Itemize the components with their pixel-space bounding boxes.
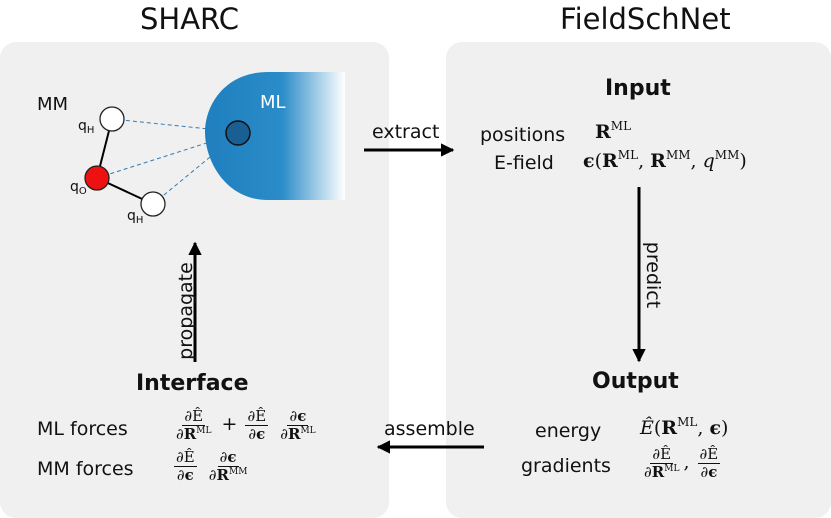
mm-forces-formula: ∂Ê∂ϵ ∂ϵ∂RMM bbox=[174, 448, 248, 484]
mm-ml-dashed-lines bbox=[96, 118, 239, 205]
hydrogen-atom-bottom bbox=[140, 191, 166, 217]
fieldschnet-title: FieldSchNet bbox=[560, 2, 731, 36]
interface-title: Interface bbox=[136, 371, 249, 396]
energy-label: energy bbox=[535, 420, 602, 442]
mm-forces-label: MM forces bbox=[37, 458, 134, 480]
efield-label: E-field bbox=[494, 152, 554, 174]
atom-label-qh-top: qH bbox=[78, 118, 95, 136]
gradients-label: gradients bbox=[521, 455, 611, 477]
ml-atom bbox=[225, 120, 251, 146]
assemble-label: assemble bbox=[384, 418, 475, 440]
sharc-title: SHARC bbox=[140, 2, 240, 36]
positions-label: positions bbox=[480, 124, 566, 146]
gradients-formula: ∂Ê∂RML, ∂Ê∂ϵ bbox=[644, 445, 721, 481]
ml-region bbox=[205, 72, 345, 200]
hydrogen-atom-top bbox=[99, 106, 125, 132]
output-title: Output bbox=[592, 369, 679, 394]
ml-forces-formula: ∂Ê∂RML + ∂Ê∂ϵ ∂ϵ∂RML bbox=[176, 407, 316, 443]
propagate-label: propagate bbox=[174, 262, 197, 360]
water-bonds bbox=[96, 118, 154, 205]
extract-label: extract bbox=[372, 121, 440, 143]
mm-label: MM bbox=[37, 94, 69, 115]
ml-forces-label: ML forces bbox=[37, 418, 128, 440]
predict-label: predict bbox=[642, 241, 665, 309]
positions-formula: RML bbox=[595, 119, 632, 143]
oxygen-atom bbox=[84, 165, 110, 191]
atom-label-qo: qO bbox=[70, 179, 87, 197]
ml-label: ML bbox=[260, 92, 286, 113]
efield-formula: ϵ(RML, RMM, qMM) bbox=[583, 148, 747, 172]
atom-label-qh-bottom: qH bbox=[127, 208, 144, 226]
energy-formula: Ê(RML, ϵ) bbox=[640, 415, 729, 439]
input-title: Input bbox=[605, 76, 671, 101]
